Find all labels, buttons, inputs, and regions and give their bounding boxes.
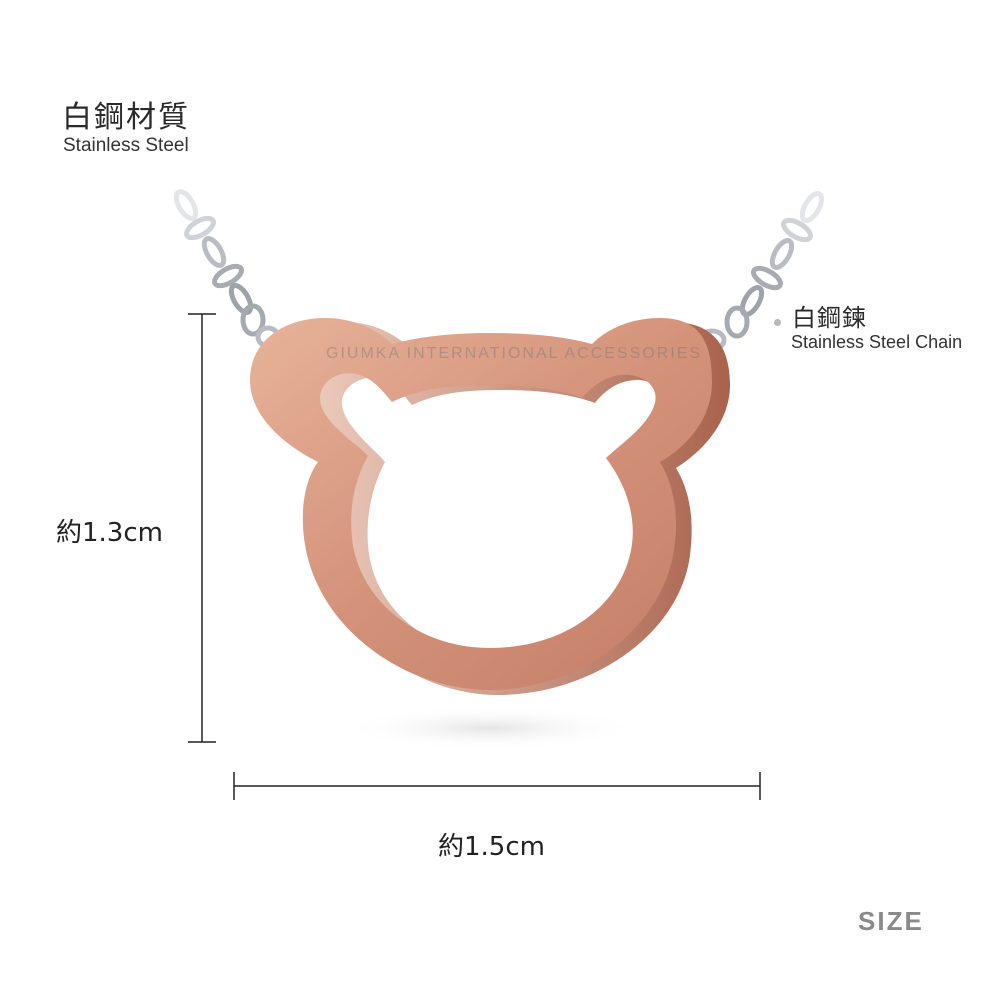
- material-title: 白鋼材質: [62, 100, 190, 135]
- left-chain: [173, 189, 281, 349]
- brand-watermark: GIUMKA INTERNATIONAL ACCESSORIES: [326, 345, 703, 362]
- height-dimension: [188, 313, 216, 743]
- material-subtitle: Stainless Steel: [63, 135, 189, 156]
- height-label: 約1.3cm: [56, 518, 163, 548]
- chain-callout-dot: [774, 319, 781, 326]
- chain-title: 白鋼鍊: [792, 304, 867, 332]
- pendant-shadow: [340, 706, 640, 750]
- pendant-side: [268, 322, 730, 695]
- size-label: SIZE: [858, 906, 924, 936]
- width-label: 約1.5cm: [438, 832, 545, 862]
- width-dimension: [233, 772, 761, 800]
- bear-pendant: [250, 318, 712, 690]
- chain-subtitle: Stainless Steel Chain: [791, 332, 963, 352]
